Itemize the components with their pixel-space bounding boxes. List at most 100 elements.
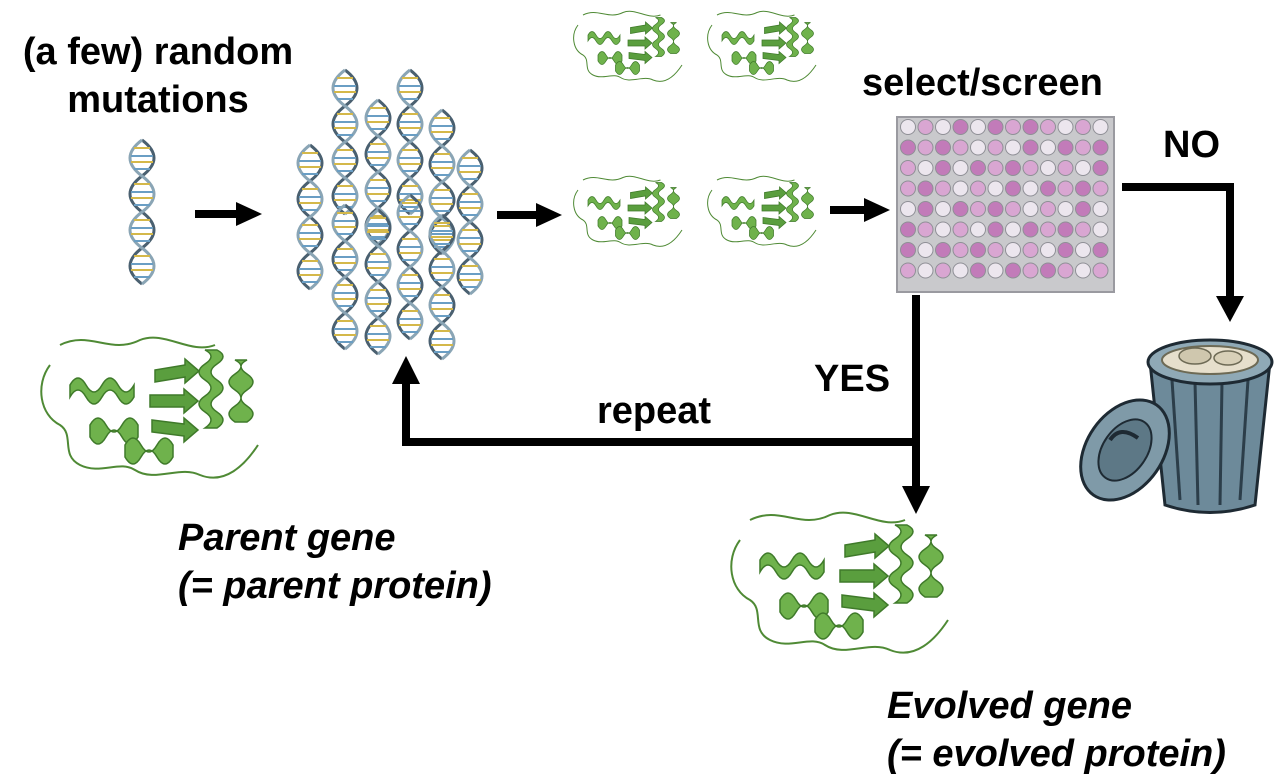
protein-ribbon-icon: [40, 336, 259, 479]
plate-well: [987, 201, 1004, 217]
evolved-caption-line2: (= evolved protein): [887, 733, 1226, 775]
evolved-caption-line1: Evolved gene: [887, 685, 1132, 727]
plate-well: [917, 139, 934, 156]
plate-well: [1005, 221, 1021, 238]
plate-well: [1040, 160, 1056, 176]
plate-well: [952, 160, 969, 176]
plate-well: [1005, 180, 1021, 197]
plate-well: [917, 160, 934, 176]
plate-well: [1057, 242, 1074, 258]
plate-well: [987, 139, 1004, 156]
plate-well: [935, 180, 951, 197]
plate-well: [900, 160, 916, 176]
plate-well: [1022, 139, 1039, 156]
plate-well: [1057, 119, 1074, 135]
arrow-express: [497, 203, 562, 227]
no-label: NO: [1163, 124, 1220, 166]
plate-well: [970, 221, 986, 238]
plate-well: [1040, 242, 1056, 258]
plate-well: [1092, 160, 1109, 176]
parent-caption-line2: (= parent protein): [178, 565, 492, 607]
plate-well: [970, 119, 986, 135]
plate-well: [1092, 119, 1109, 135]
plate-well: [987, 119, 1004, 135]
plate-well: [917, 242, 934, 258]
plate-well: [1022, 160, 1039, 176]
mutations-label-line2: mutations: [67, 79, 249, 121]
mutations-label: (a few) random mutations: [2, 28, 314, 124]
plate-well: [952, 180, 969, 197]
plate-well: [987, 262, 1004, 279]
plate-well: [1005, 242, 1021, 258]
evolved-gene-caption: Evolved gene (= evolved protein): [887, 682, 1226, 778]
trash-can-icon: [1079, 338, 1274, 514]
plate-well: [1075, 180, 1091, 197]
plate-well: [1057, 139, 1074, 156]
plate-well: [1005, 119, 1021, 135]
plate-well: [1092, 221, 1109, 238]
plate-well: [935, 221, 951, 238]
plate-well: [1092, 139, 1109, 156]
plate-well: [935, 119, 951, 135]
plate-well: [952, 139, 969, 156]
arrow-repeat: [392, 356, 916, 446]
plate-well: [900, 180, 916, 197]
parent-caption-line1: Parent gene: [178, 517, 396, 559]
plate-well: [1057, 262, 1074, 279]
evolved-protein-ribbon-icon: [730, 511, 949, 654]
parent-gene-caption: Parent gene (= parent protein): [178, 514, 492, 610]
plate-well: [900, 262, 916, 279]
plate-well: [935, 242, 951, 258]
plate-well: [900, 242, 916, 258]
yes-label: YES: [814, 358, 891, 400]
protein-variants: [573, 10, 817, 247]
plate-well: [1057, 180, 1074, 197]
plate-well: [1022, 221, 1039, 238]
dna-library: [296, 68, 484, 361]
repeat-label: repeat: [597, 390, 712, 432]
plate-well: [1075, 262, 1091, 279]
plate-well: [1075, 242, 1091, 258]
dna-helix-icon: [128, 138, 156, 286]
plate-well: [987, 160, 1004, 176]
plate-well: [900, 201, 916, 217]
plate-well: [1022, 201, 1039, 217]
plate-well: [935, 160, 951, 176]
plate-well: [900, 119, 916, 135]
plate-well: [1057, 201, 1074, 217]
arrow-no: [1122, 183, 1244, 322]
arrow-screen: [830, 198, 890, 222]
plate-well: [1005, 201, 1021, 217]
plate-well: [987, 180, 1004, 197]
arrow-mutate: [195, 202, 262, 226]
plate-well: [952, 119, 969, 135]
plate-well: [900, 139, 916, 156]
plate-well: [1040, 180, 1056, 197]
plate-well: [1040, 201, 1056, 217]
plate-well: [1022, 119, 1039, 135]
plate-well: [952, 221, 969, 238]
microplate-icon: [896, 116, 1115, 293]
plate-well: [987, 221, 1004, 238]
plate-well: [1075, 119, 1091, 135]
plate-well: [1092, 242, 1109, 258]
plate-well: [1057, 221, 1074, 238]
plate-well: [917, 201, 934, 217]
plate-well: [1092, 201, 1109, 217]
plate-well: [1040, 139, 1056, 156]
plate-well: [970, 160, 986, 176]
plate-well: [1022, 180, 1039, 197]
plate-well: [952, 242, 969, 258]
plate-well: [1005, 139, 1021, 156]
plate-well: [1040, 119, 1056, 135]
plate-well: [970, 201, 986, 217]
plate-well: [1005, 262, 1021, 279]
plate-well: [1040, 221, 1056, 238]
select-screen-label: select/screen: [862, 62, 1103, 104]
plate-well: [935, 201, 951, 217]
mutations-label-line1: (a few) random: [22, 31, 294, 73]
plate-well: [952, 262, 969, 279]
plate-well: [1075, 139, 1091, 156]
plate-well: [970, 180, 986, 197]
plate-well: [1092, 180, 1109, 197]
